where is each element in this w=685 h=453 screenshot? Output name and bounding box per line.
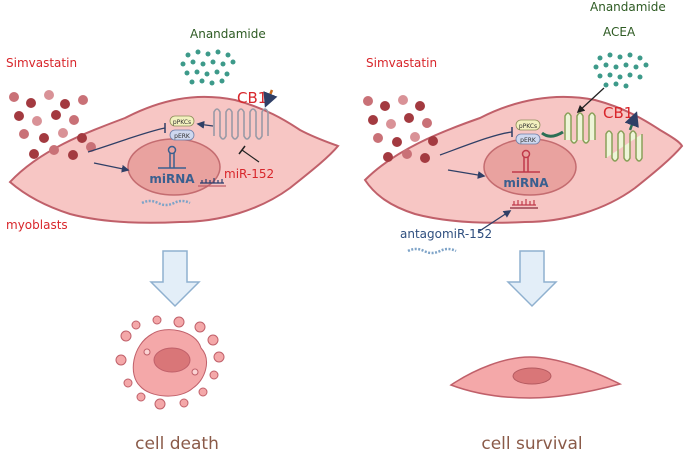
acea-dots xyxy=(593,52,649,89)
pkc-label: pPKCs xyxy=(173,119,191,126)
mir152-duplex-icon xyxy=(198,178,226,187)
acea-label: ACEA xyxy=(603,25,636,39)
cb1-down-arrow xyxy=(263,89,278,108)
right-outcome-label: cell survival xyxy=(481,434,582,453)
ligand-to-cb1-arrow xyxy=(576,87,605,114)
antagomir-strand-icon xyxy=(407,247,457,255)
surviving-cell-nucleus xyxy=(512,367,552,385)
left-outcome-arrow xyxy=(149,250,201,308)
left-panel: Simvastatin Anandamide CB1 pPKCs pERK xyxy=(6,27,340,453)
anandamide-label: Anandamide xyxy=(190,27,266,41)
mrna-strand-icon xyxy=(141,199,191,207)
antagomir-arrow xyxy=(477,210,512,233)
mirna-hairpin-icon xyxy=(158,145,186,169)
simvastatin-inhibition xyxy=(87,127,166,153)
simvastatin-label-right: Simvastatin xyxy=(366,56,437,70)
mir152-inhibits-cb1 xyxy=(241,149,260,163)
pkc-badge-right xyxy=(515,119,541,131)
pkc-label-right: pPKCs xyxy=(519,123,537,130)
anandamide-dots xyxy=(180,49,236,86)
simvastatin-inhibition-right xyxy=(439,131,513,156)
antagomir-label: antagomiR-152 xyxy=(400,227,492,241)
erk-label: pERK xyxy=(174,133,191,140)
mir152-label: miR-152 xyxy=(224,167,274,181)
cb1-to-pkc-arrow xyxy=(196,120,214,129)
cb1-receptor-right xyxy=(564,112,643,162)
simvastatin-dots xyxy=(9,90,96,160)
erk-badge-right xyxy=(515,133,541,145)
anandamide-label-right: Anandamide xyxy=(590,0,666,14)
erk-label-right: pERK xyxy=(520,137,537,144)
cb1-label-right: CB1 xyxy=(603,104,633,122)
mirna-label: miRNA xyxy=(149,172,195,186)
simvastatin-to-nucleus-arrow xyxy=(93,162,130,173)
simvastatin-dots-right xyxy=(363,95,438,163)
mirna-label-right: miRNA xyxy=(503,176,549,190)
cb1-receptor xyxy=(213,108,269,140)
left-outcome-label: cell death xyxy=(135,434,219,453)
right-outcome-arrow xyxy=(506,250,558,308)
simvastatin-label: Simvastatin xyxy=(6,56,77,70)
right-panel: Simvastatin Anandamide ACEA CB1 pPKCs pE… xyxy=(363,0,684,453)
cb1-to-pkc-activation xyxy=(541,130,564,138)
antagomir-duplex-icon xyxy=(510,199,538,209)
simvastatin-to-nucleus-arrow-right xyxy=(447,169,486,179)
cell-type-label: myoblasts xyxy=(6,218,68,232)
pkc-badge xyxy=(169,115,195,127)
mirna-hairpin-icon-right xyxy=(512,149,540,173)
cb1-label: CB1 xyxy=(237,89,267,107)
cb1-up-arrow xyxy=(624,111,639,131)
dying-cell-icon xyxy=(115,315,225,410)
erk-badge xyxy=(169,129,195,141)
